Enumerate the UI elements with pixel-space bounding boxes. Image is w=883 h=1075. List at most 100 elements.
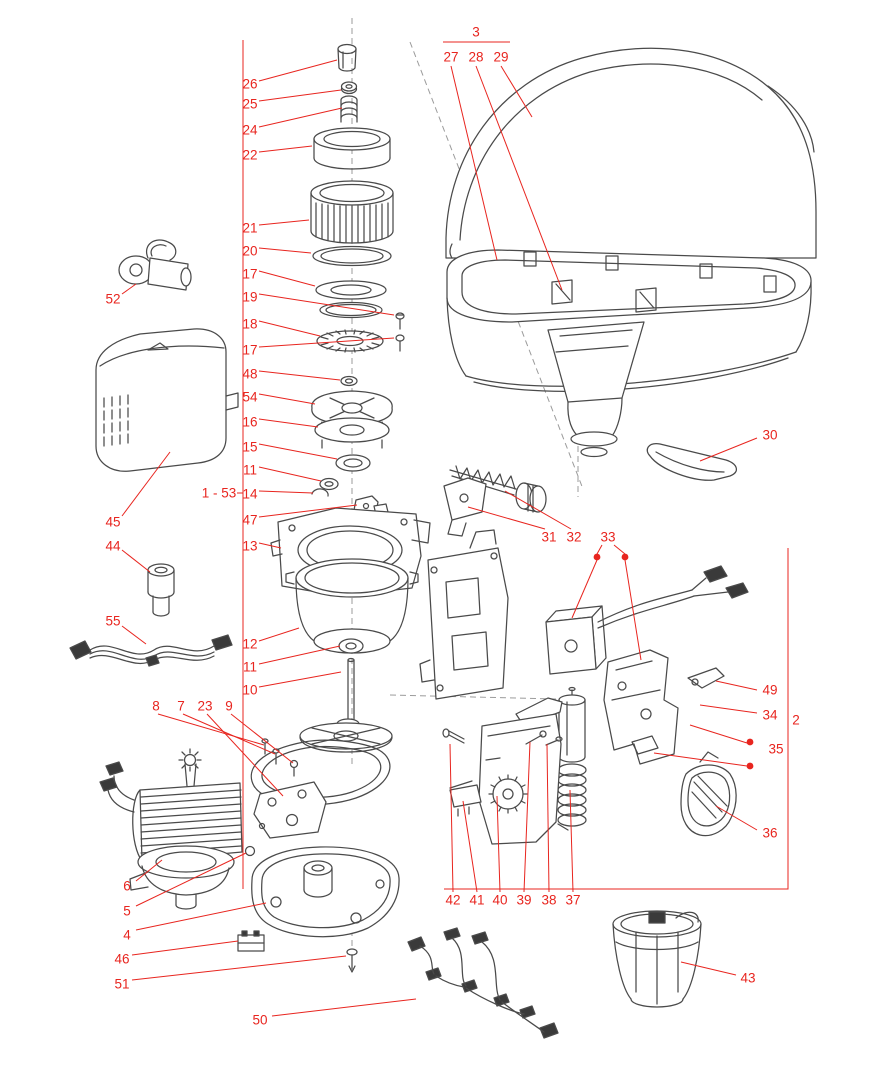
dispenser-funnel: [547, 321, 645, 458]
group-dot-1: [621, 553, 629, 561]
leader-line-38-0: [546, 743, 550, 893]
leader-line-26-0: [258, 59, 338, 82]
part-label-48: 48: [242, 367, 257, 382]
part-label-20: 20: [242, 244, 257, 259]
part-label-41: 41: [469, 893, 484, 908]
leader-line-47-0: [258, 504, 358, 518]
part-label-55: 55: [105, 614, 120, 629]
connector-46: [237, 930, 265, 952]
part-label-16: 16: [242, 415, 257, 430]
gear-ring-21: [310, 180, 394, 244]
leader-line-55-0: [121, 625, 147, 645]
part-label-51: 51: [114, 977, 129, 992]
group-dot-3: [746, 762, 754, 770]
part-label-14: 14: [242, 487, 258, 502]
part-label-17: 17: [242, 267, 257, 282]
part-label-26: 26: [242, 77, 257, 92]
shaft-pulley-10: [299, 657, 393, 753]
screw-51: [346, 948, 358, 973]
small-screws: [395, 312, 405, 352]
lever-49: [687, 667, 725, 689]
vented-cover-45: [95, 328, 239, 472]
part-label-22: 22: [242, 148, 257, 163]
part-label-4: 4: [123, 928, 131, 943]
pump-52: [118, 239, 192, 291]
part-label-5: 5: [123, 904, 131, 919]
leader-line-19-0: [258, 293, 395, 316]
leader-line-37-0: [569, 789, 574, 893]
leader-line-31-0: [467, 506, 546, 530]
leader-line-7-0: [182, 713, 276, 755]
washer-48: [340, 375, 358, 387]
part-label-35: 35: [768, 742, 783, 757]
plate-16: [314, 417, 390, 449]
base-pan-4: [251, 846, 400, 938]
ring-20: [312, 245, 392, 267]
part-label-17: 17: [242, 343, 257, 358]
machine-dome-cover: [445, 47, 817, 259]
leader-line-33-2: [571, 559, 598, 619]
part-label-18: 18: [242, 317, 257, 332]
part-label-24: 24: [242, 123, 258, 138]
leader-line-35-1: [653, 752, 748, 767]
leader-line-21-0: [258, 219, 310, 226]
leader-line-10-0: [258, 671, 342, 688]
part-label-12: 12: [242, 637, 257, 652]
leader-line-42-0: [449, 743, 454, 893]
leader-line-18-0: [258, 320, 321, 337]
leader-line-32-0: [504, 490, 572, 530]
part-label-36: 36: [762, 826, 777, 841]
leader-line-54-0: [258, 393, 316, 405]
part-label-25: 25: [242, 97, 257, 112]
part-label-40: 40: [492, 893, 507, 908]
part-label-10: 10: [242, 683, 257, 698]
group-dot-0: [593, 553, 601, 561]
leader-line-14-0: [258, 490, 314, 494]
part-label-2: 2: [792, 713, 800, 728]
part-label-15: 15: [242, 440, 257, 455]
leader-line-43-0: [680, 961, 737, 976]
leader-line-8-0: [157, 713, 265, 746]
bracket-34-35: [603, 649, 679, 765]
part-label-34: 34: [762, 708, 778, 723]
leader-line-25-0: [258, 89, 342, 102]
handle-bar-30: [646, 443, 737, 481]
leader-line-29-0: [500, 65, 533, 118]
leader-line-9-0: [230, 713, 294, 764]
part-label-9: 9: [225, 699, 233, 714]
leader-line-28-0: [475, 65, 563, 291]
part-label-1 - 53: 1 - 53: [202, 486, 237, 501]
part-label-39: 39: [516, 893, 531, 908]
part-label-31: 31: [541, 530, 556, 545]
leader-line-4-0: [135, 902, 267, 931]
bracket-23: [253, 781, 327, 839]
leader-line-27-0: [450, 65, 498, 261]
leader-line-22-0: [258, 145, 313, 153]
leader-line-45-0: [121, 451, 171, 517]
leader-line-33-1: [613, 544, 626, 555]
leader-line-46-0: [131, 940, 239, 956]
leader-line-41-0: [462, 800, 478, 893]
spring-37: [557, 763, 587, 831]
part-label-52: 52: [105, 292, 120, 307]
part-label-27: 27: [443, 50, 458, 65]
part-label-23: 23: [197, 699, 212, 714]
leader-line-52-0: [121, 283, 137, 295]
leader-line-33-3: [624, 559, 642, 661]
group-boundary-2: [444, 548, 789, 890]
part-label-54: 54: [242, 390, 258, 405]
part-label-6: 6: [123, 879, 131, 894]
machine-base-tray: [446, 249, 812, 392]
leader-line-6-0: [135, 859, 163, 882]
leader-line-23-0: [206, 713, 284, 797]
harness-50: [407, 927, 559, 1039]
leader-line-35-0: [689, 724, 748, 744]
ball-5: [244, 845, 256, 857]
part-label-19: 19: [242, 290, 257, 305]
collar-ring-22: [313, 127, 391, 170]
leader-line-33-0: [596, 544, 603, 555]
bearing-11b: [338, 638, 364, 654]
part-label-29: 29: [493, 50, 508, 65]
drive-belt: [250, 739, 391, 806]
